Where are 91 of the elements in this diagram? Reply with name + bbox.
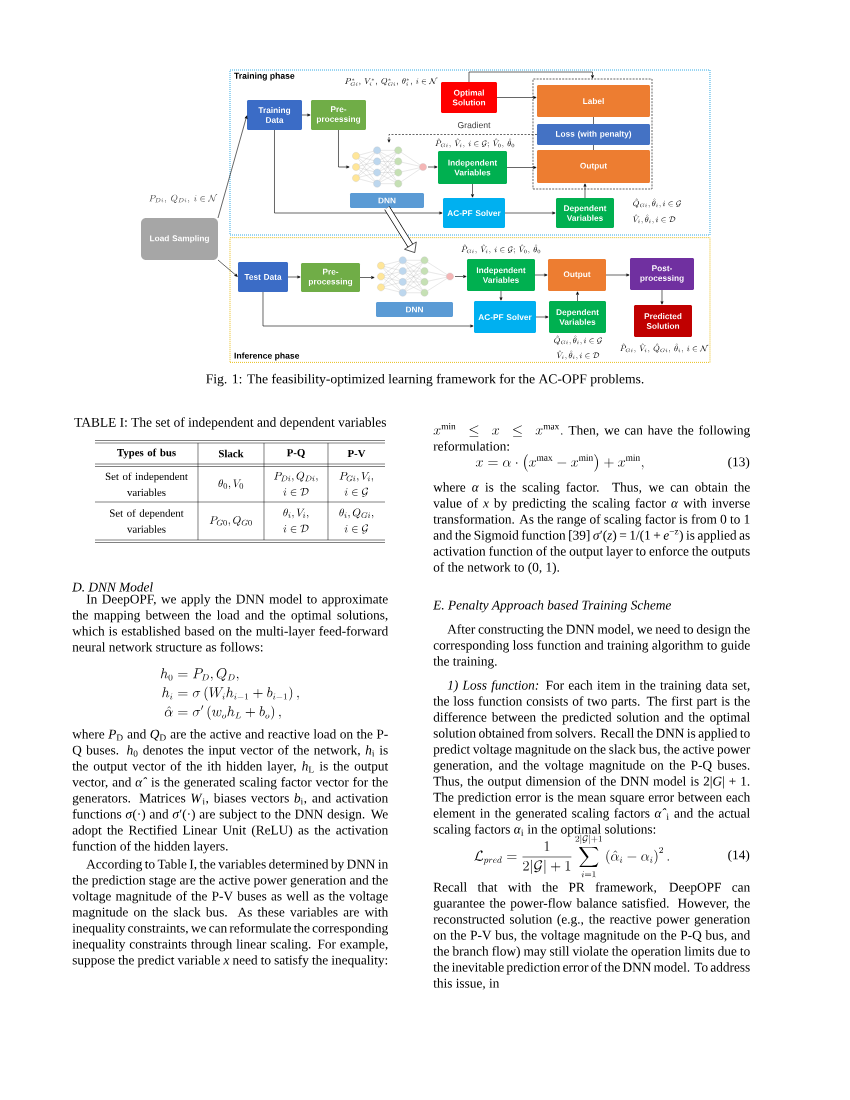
arrow <box>427 165 438 169</box>
process-box: DNN <box>376 302 453 317</box>
column-header: P-V <box>347 449 366 458</box>
arrow <box>217 115 248 219</box>
section-heading: D. DNN Model <box>72 582 153 592</box>
column-header: P-Q <box>286 449 305 458</box>
paragraph: According to Table I, the variables determined by DNN in the prediction stage are the active power generation and the voltage magnitude of the P-V buses as well as the voltage magnitude on the slack bus. As these variables are with inequality constraints, we can reformulate the corresponding inequality constraints through linear scaling. For example, suppose the predict variable x need to satisfy the inequality: <box>72 859 389 968</box>
arrow <box>274 129 443 215</box>
neural-network-drawing <box>352 146 427 188</box>
variable-label: $\hat{V}_{i},\hat{\theta}_{i},i\in\mathcal{D}$ <box>557 350 600 360</box>
paragraph: $x^{\min}\ \le\ x\ \le\ x^{\max}.$ Then, we can have the following reformulation: <box>433 423 750 451</box>
column-header: Types of bus <box>117 448 176 459</box>
arrow <box>287 275 301 279</box>
variable-label: $\hat{V}_{i},\hat{\theta}_{i},i\in\mathcal{D}$ <box>633 214 676 224</box>
process-box: Post-processing <box>630 258 694 290</box>
paragraph: where α is the scaling factor. Thus, we can obtain the value of x by predicting the scaling factor α with inverse transformation. As the range of scaling factor is from 0 to 1 and the Sigmoid function [39] σ′(z) = 1/(1 + e$^{−z}$) is applied as activation function of the output layer to enforce the outputs of the network to (0, 1). <box>433 482 750 575</box>
process-box: Loss (with penalty) <box>537 124 650 145</box>
figure-caption: Fig. 1: The feasibility-optimized learning framework for the AC-OPF problems. <box>206 373 644 387</box>
variable-label: $\hat{Q}_{Gi},\hat{\theta}_{i},i\in\mathcal{G}$ <box>633 198 681 208</box>
label: $x^{\min}\ \le\ x\ \le\ x^{\max}.$ <box>433 423 563 437</box>
connector-line <box>593 116 594 125</box>
process-box: Predicted Solution <box>634 305 692 337</box>
row-header: Set of dependent variables <box>110 509 184 533</box>
table-value: $\begin{array}{c}P_{Di},Q_{Di},\\ i\in\mathcal{D}\end{array}$ <box>274 471 318 496</box>
arrow <box>496 96 537 99</box>
arrow <box>338 129 350 169</box>
variable-label: $P^{*}_{Gi},\ V^{*}_{i},\ Q^{*}_{Gi},\ \theta^{*}_{i},\ i\in\mathcal{N}$ <box>345 77 438 86</box>
edge-label: Gradient <box>456 120 492 130</box>
variable-label: $\hat{P}_{Gi},\ \hat{V}_{i},\ i\in\mathcal{G};\ \hat{V}_{0},\ \hat{\theta}_{0}$ <box>435 138 515 148</box>
neural-network-drawing <box>377 256 454 297</box>
arrow <box>504 211 556 215</box>
arrow <box>359 276 375 279</box>
process-box: AC-PF Solver <box>474 301 536 333</box>
process-box: Training Data <box>247 100 302 130</box>
dashed-arrow <box>387 134 538 143</box>
arrow <box>499 290 503 301</box>
variable-label: $\hat{Q}_{Gi},\hat{\theta}_{i},i\in\mathcal{G}$ <box>554 335 602 345</box>
variable-label: $\hat{P}_{Gi},\ \hat{V}_{i},\ \hat{Q}_{Gi},\ \hat{\theta}_{i},\ i\in\mathcal{N}$ <box>620 343 709 353</box>
equation: $\begin{aligned}h_0&=P_D,Q_D,\\ h_i&=\sigma\left(W_ih_{i-1}+b_{i-1}\right),\\ \hat{\alpha}&=\sigma'\left(w_oh_L+b_o\right),\end{aligned}$ <box>160 668 299 720</box>
process-box: Independent Variables <box>438 151 507 184</box>
paragraph: Recall that with the PR framework, DeepOPF can guarantee the power-flow balance satisfied. However, the reconstructed solution (e.g., the reactive power generation on the P-V bus, the voltage magnitude on the P-Q bus, and the branch flow) may still violate the operation limits due to the inevitable prediction error of the DNN model. To address this issue, in <box>433 882 751 990</box>
arrow <box>301 113 311 117</box>
process-box: Test Data <box>238 262 288 292</box>
table-value: $\begin{array}{c}\theta_{i},Q_{Gi},\\ i\in\mathcal{G}\end{array}$ <box>339 508 374 534</box>
dashed-frame <box>532 78 653 190</box>
process-box: AC-PF Solver <box>443 198 505 228</box>
process-box: DNN <box>350 193 424 208</box>
edge-label: $P_{Di},\ Q_{Di},\ i\in\mathcal{N}$ <box>147 194 219 204</box>
table-value: $P_{G0},Q_{G0}$ <box>209 515 252 526</box>
process-box: Output <box>537 150 650 183</box>
row-header: Set of independent variables <box>105 472 188 497</box>
table-value: $\theta_0,V_0$ <box>218 479 244 490</box>
arrow <box>262 291 474 328</box>
paragraph: where P$_{D}$ and Q$_{D}$ are the active and reactive load on the P-Q buses. h$_{0}$ denotes the input vector of the network, h$_{i}$ is the output vector of the ith hidden layer, h$_{L}$ is the output vector, and α̂ is the generated scaling factor vector for the generators. Matrices W$_{i}$, biases vectors b$_{i}$, and activation functions σ(·) and σ′(·) are subject to the DNN design. We adopt the Rectified Linear Unit (ReLU) as the activation function of the hidden layers. <box>72 729 389 854</box>
arrow <box>535 315 549 319</box>
hollow-arrow <box>384 206 417 253</box>
arrow <box>576 291 579 302</box>
paragraph: 1) Loss function: For each item in the training data set, the loss function consists of two parts. The first part is the difference between the predicted solution and the optimal solution obtained from solvers. Recall the DNN is applied to predict voltage magnitude on the slack bus, the active power generation, and the voltage magnitude on the P-Q buses. Thus, the output dimension of the DNN model is 2|G| + 1. The prediction error is the mean square error between each element in the generated scaling factors α̂$_{i}$ and the actual scaling factors α$_{i}$ in the optimal solutions: <box>433 680 751 837</box>
equation: $x=\alpha\cdot\left(x^{\max}-x^{\min}\right)+x^{\min},$ <box>475 454 644 472</box>
label: Then, we can have the following <box>568 425 750 438</box>
table-caption: TABLE I: The set of independent and dependent variables <box>74 417 386 430</box>
arrow <box>471 183 474 198</box>
process-box: Load Sampling <box>141 218 218 260</box>
equation-number: (13) <box>728 457 750 470</box>
arrow <box>534 273 548 277</box>
process-box: Pre-processing <box>311 100 366 130</box>
arrow <box>583 183 587 199</box>
section-heading: E. Penalty Approach based Training Scheme <box>433 600 672 613</box>
column-header: Slack <box>219 449 244 458</box>
process-box: Output <box>548 259 606 291</box>
arrow <box>454 275 467 278</box>
process-box: Label <box>537 85 650 117</box>
arrow <box>660 289 664 305</box>
process-box: Dependent Variables <box>549 301 606 333</box>
variable-label: $\hat{P}_{Gi},\ \hat{V}_{i},\ i\in\mathcal{G};\ \hat{V}_{0},\ \hat{\theta}_{0}$ <box>461 244 541 254</box>
arrow <box>217 259 238 277</box>
arrow <box>506 166 537 169</box>
label: reformulation: <box>433 441 509 451</box>
equation: $\mathcal{L}_{pred}=\frac{1}{2|\mathcal{G}|+1}\sum_{i=1}^{2|\mathcal{G}|+1}\left(\hat{\alpha}_i-\alpha_i\right)^2.$ <box>474 834 669 878</box>
table-value: $\begin{array}{c}P_{Gi},V_{i},\\ i\in\mathcal{G}\end{array}$ <box>339 472 374 497</box>
process-box: Optimal Solution <box>441 82 497 113</box>
arrow <box>468 71 594 83</box>
paragraph: In DeepOPF, we apply the DNN model to approximate the mapping between the load and the optimal solutions, which is established based on the multi-layer feed-forward neural network structure as follows: <box>72 594 389 652</box>
equation-number: (14) <box>728 850 750 863</box>
arrow <box>605 273 630 277</box>
paragraph: After constructing the DNN model, we need to design the corresponding loss function and training algorithm to guide the training. <box>433 624 750 669</box>
process-box: Independent Variables <box>467 259 535 291</box>
connector-line <box>593 144 594 151</box>
process-box: Dependent Variables <box>556 198 614 228</box>
table-value: $\begin{array}{c}\theta_{i},V_{i},\\ i\in\mathcal{D}\end{array}$ <box>283 508 309 533</box>
process-box: Pre-processing <box>301 263 360 292</box>
